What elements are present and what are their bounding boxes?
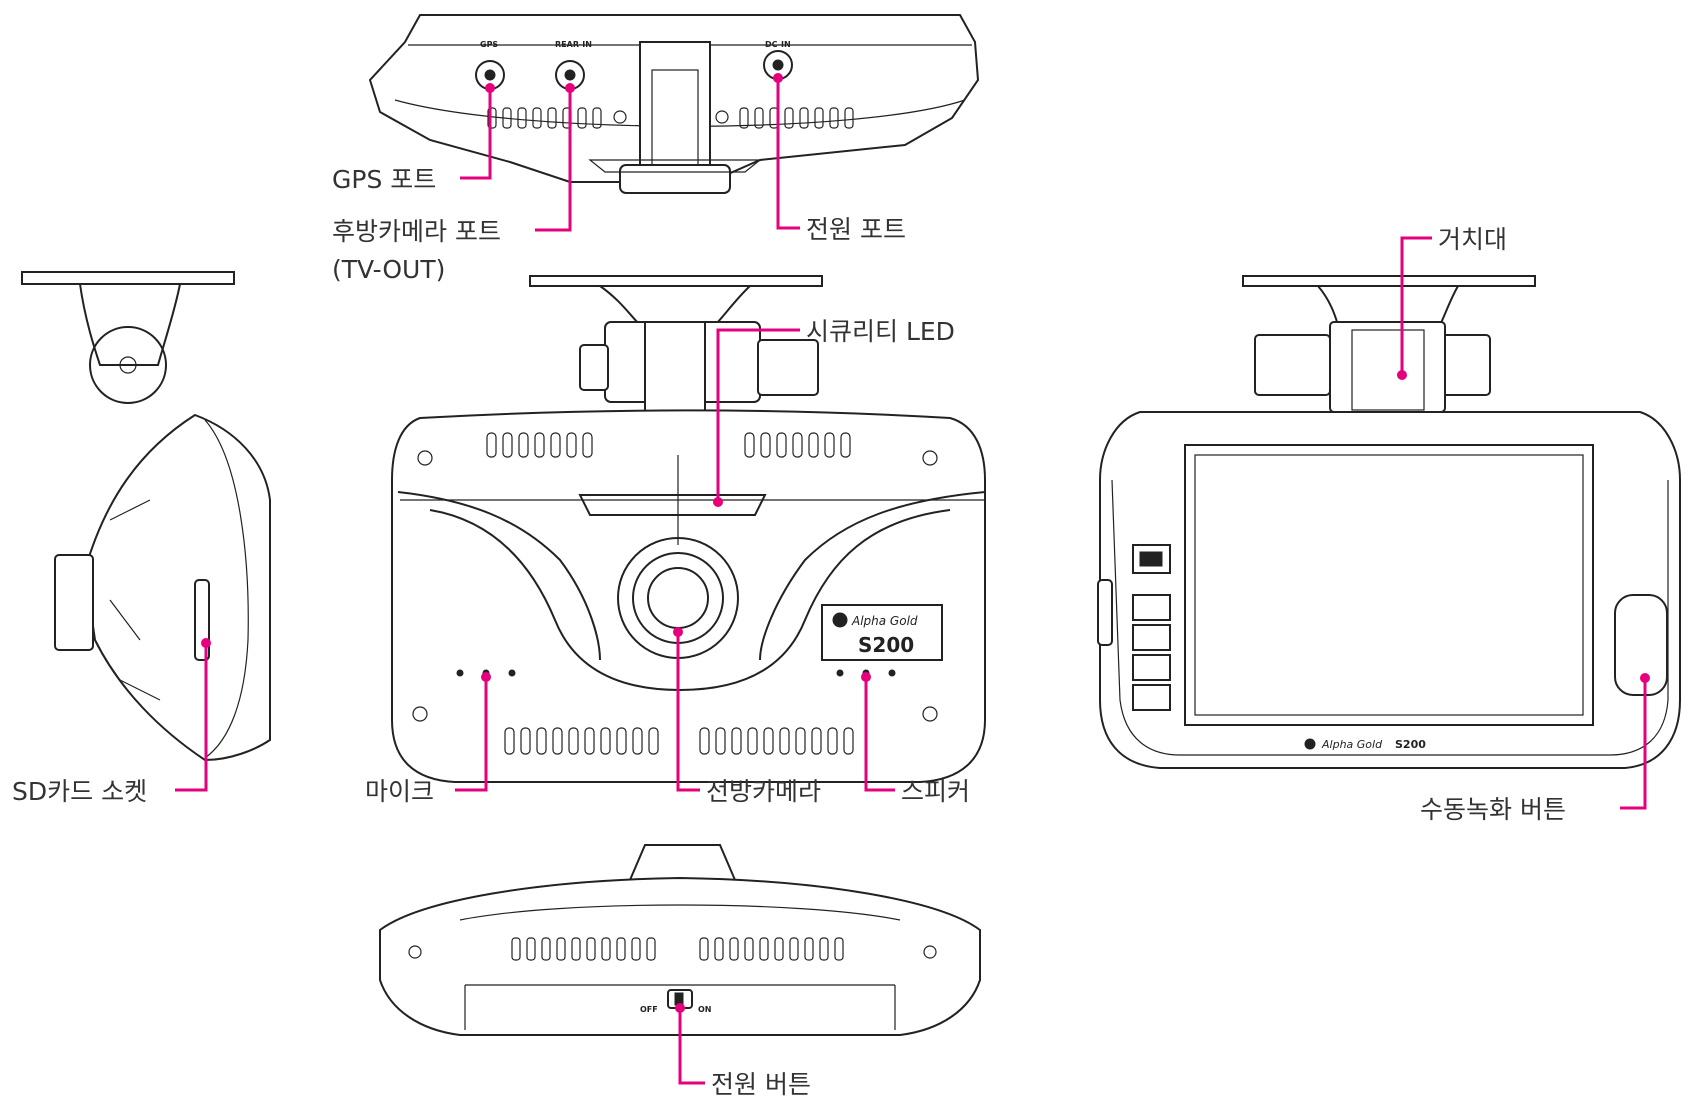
rear-port-tag: REAR-IN bbox=[555, 40, 592, 49]
gps-port-tag: GPS bbox=[480, 40, 498, 49]
sd-socket-label: SD카드 소켓 bbox=[12, 777, 147, 806]
back-model-text: S200 bbox=[1395, 738, 1426, 751]
manual-record-label: 수동녹화 버튼 bbox=[1420, 795, 1566, 824]
brand-logo-text: Alpha Gold bbox=[851, 614, 918, 628]
switch-off-label: OFF bbox=[640, 1005, 658, 1014]
tv-out-label: (TV-OUT) bbox=[332, 255, 445, 284]
rear-camera-port-label: 후방카메라 포트 bbox=[332, 217, 501, 246]
power-port-tag: DC-IN bbox=[765, 40, 791, 49]
back-view-device: Alpha Gold S200 bbox=[1097, 275, 1681, 769]
security-led-label: 시큐리티 LED bbox=[806, 317, 955, 346]
switch-on-label: ON bbox=[698, 1005, 712, 1014]
mount-label: 거치대 bbox=[1438, 225, 1507, 254]
back-brand-text: Alpha Gold bbox=[1321, 738, 1383, 751]
microphone-label: 마이크 bbox=[365, 777, 434, 806]
model-logo-text: S200 bbox=[858, 633, 914, 657]
front-camera-label: 전방카메라 bbox=[706, 777, 821, 806]
speaker-label: 스피커 bbox=[901, 777, 970, 806]
power-button-label: 전원 버튼 bbox=[711, 1070, 811, 1099]
bottom-view-device: OFF ON bbox=[379, 844, 981, 1036]
callout-leaders bbox=[175, 73, 1650, 1085]
gps-port-label: GPS 포트 bbox=[332, 165, 436, 194]
power-port-label: 전원 포트 bbox=[806, 215, 906, 244]
front-view-device: Alpha Gold S200 bbox=[391, 275, 986, 783]
side-view-device bbox=[21, 271, 271, 762]
top-view-device: GPS REAR-IN DC-IN bbox=[368, 14, 980, 194]
